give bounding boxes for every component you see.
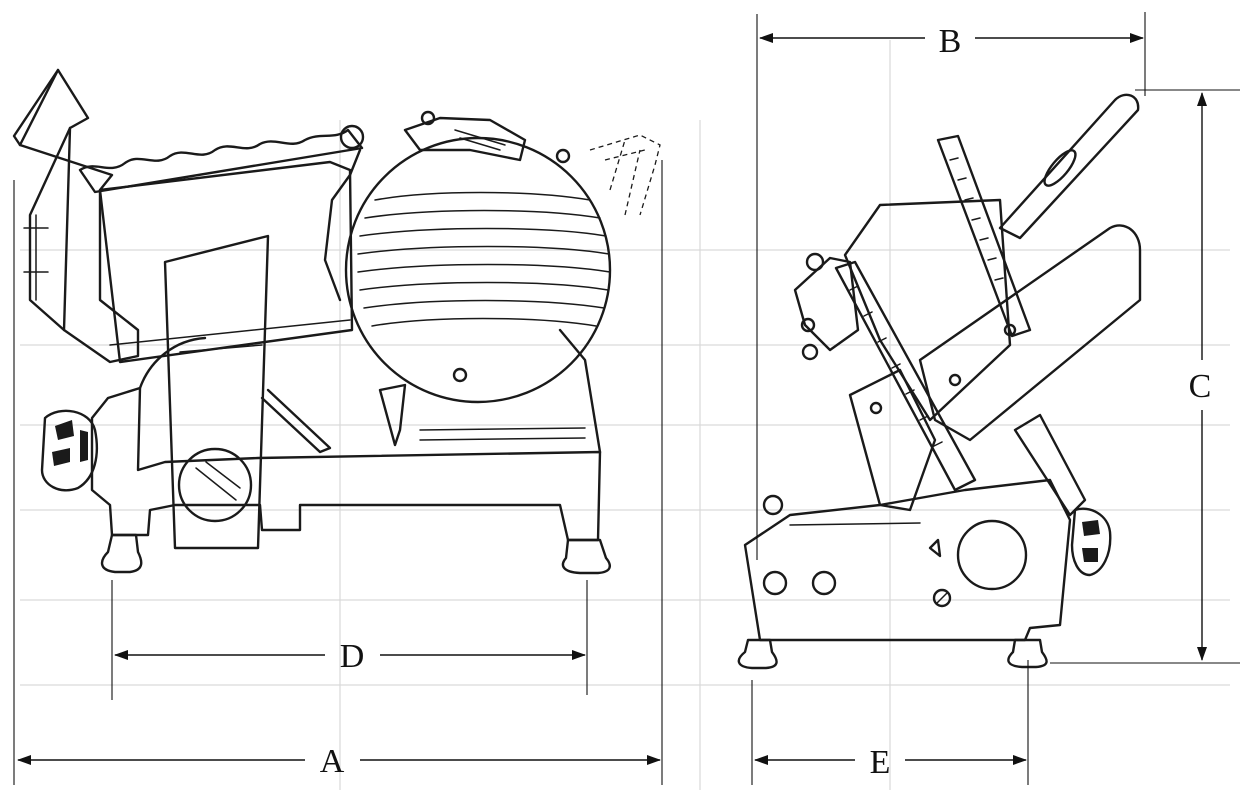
clamp [793, 256, 860, 352]
gauge-rod [936, 134, 1032, 338]
front-base [743, 478, 1072, 642]
slicer-front-view [737, 93, 1142, 670]
front-right-foot [1007, 638, 1048, 669]
dimension-lines [13, 12, 1240, 785]
blade-edge [834, 260, 977, 492]
carriage-housing [843, 198, 1012, 422]
blade-cover [918, 224, 1142, 442]
front-left-foot [737, 638, 778, 670]
adjust-knob [40, 409, 99, 492]
food-tray [18, 68, 140, 364]
side-frame [848, 368, 937, 512]
housing-top [98, 160, 354, 364]
thickness-plate [163, 234, 270, 550]
slicer-side-view [12, 68, 661, 575]
sharpener-phantom [589, 134, 661, 216]
right-foot [561, 538, 611, 575]
gauge-ticks [949, 157, 1004, 281]
dimension-c-label: C [1189, 368, 1212, 405]
dimension-labels: A D B C E [320, 23, 1212, 781]
pusher-arm [78, 128, 364, 194]
side-knob [1070, 507, 1112, 577]
dimension-b-label: B [939, 23, 962, 60]
blade-edge-hatch [849, 285, 943, 447]
base-hole-large [956, 519, 1028, 591]
dimension-d-label: D [340, 638, 365, 675]
dimension-a-label: A [320, 743, 345, 780]
dimension-e-label: E [870, 744, 891, 781]
blade-grooves [357, 191, 611, 327]
background-ghost-grid [20, 40, 1230, 790]
left-foot [100, 533, 143, 574]
side-arm [1013, 413, 1087, 517]
base [90, 386, 602, 542]
gauge-window [177, 447, 253, 523]
circular-blade [344, 136, 612, 404]
blade-guard [403, 116, 527, 162]
pusher-handle [998, 93, 1140, 240]
